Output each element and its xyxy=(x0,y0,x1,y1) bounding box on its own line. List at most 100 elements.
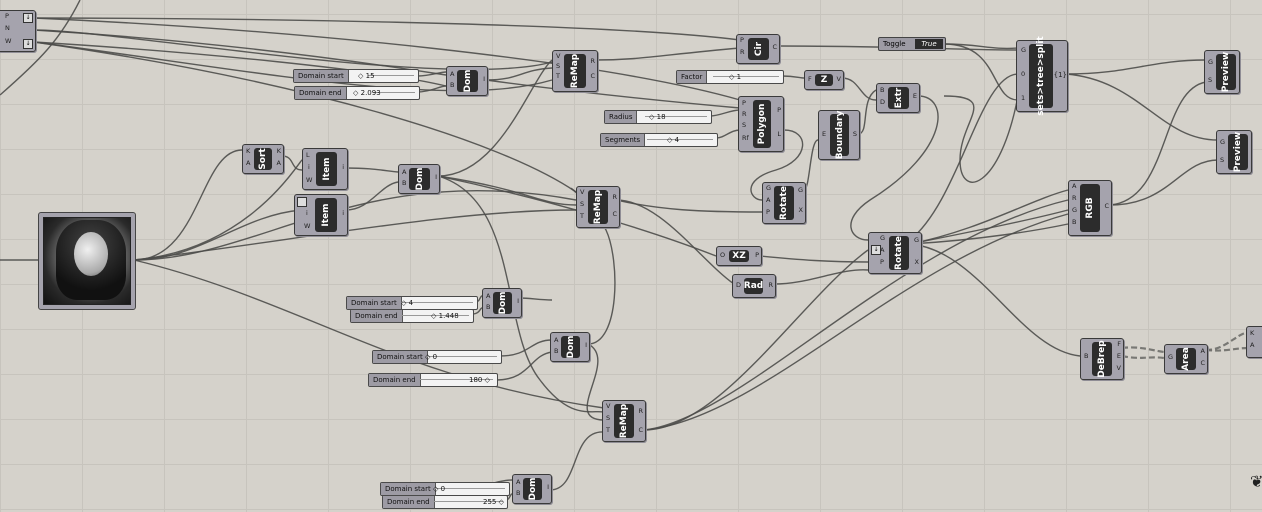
domain-end-slider[interactable]: Domain end ◇ 2.093 xyxy=(294,86,420,100)
slider-value: ◇ 15 xyxy=(358,72,375,80)
component-title: Extr xyxy=(893,87,904,109)
area[interactable]: G Area A C xyxy=(1164,344,1208,374)
construct-domain[interactable]: A B Dom I xyxy=(482,288,522,318)
slider-value: ◇ 4 xyxy=(401,299,414,307)
construct-domain[interactable]: A B Dom I xyxy=(446,66,488,96)
slider-label: Radius xyxy=(605,111,638,123)
wire xyxy=(850,95,939,241)
slider-label: Domain start xyxy=(294,70,349,82)
list-item[interactable]: i W Item i xyxy=(294,194,348,236)
component-title: XZ xyxy=(732,251,746,261)
construct-domain[interactable]: A B Dom I xyxy=(398,164,440,194)
custom-preview[interactable]: G S Preview xyxy=(1204,50,1240,94)
domain-end-slider[interactable]: Domain end ◇ 1.448 xyxy=(350,309,474,323)
wire xyxy=(803,139,819,191)
wire xyxy=(417,71,447,77)
segments-slider[interactable]: Segments ◇ 4 xyxy=(600,133,718,147)
wire xyxy=(615,199,763,213)
wire xyxy=(417,85,447,93)
component-title: Dom xyxy=(462,69,473,93)
custom-preview[interactable]: G S Preview xyxy=(1216,130,1252,174)
radius-slider[interactable]: Radius ◇ 18 xyxy=(604,110,712,124)
component-title: Item xyxy=(321,157,332,181)
wire xyxy=(909,209,1069,245)
tree-split[interactable]: G 0 1 sets>tree>split {1} xyxy=(1016,36,1068,116)
remap-numbers[interactable]: V S T ReMap R C xyxy=(576,186,620,228)
deconstruct-brep[interactable]: B DeBrep F E V xyxy=(1080,338,1124,380)
sort-list[interactable]: K A Sort K A xyxy=(242,144,284,174)
extrude[interactable]: B D Extr E xyxy=(876,83,920,113)
wire xyxy=(909,223,1069,245)
vector-components[interactable]: P N W ↓ ↓ xyxy=(0,10,36,52)
factor-slider[interactable]: Factor ◇ 1 xyxy=(676,70,784,84)
wire xyxy=(759,255,869,263)
polygon[interactable]: P R S Rf Polygon P L xyxy=(738,96,784,152)
port-n: N xyxy=(5,24,10,32)
graft-icon xyxy=(297,197,307,207)
wire xyxy=(841,77,877,101)
toggle-value: True xyxy=(915,39,943,49)
flatten-icon: ↓ xyxy=(23,39,33,49)
component-title: ReMap xyxy=(570,53,580,89)
construct-domain[interactable]: A B Dom I xyxy=(550,332,590,362)
unit-z[interactable]: F Z V xyxy=(804,70,844,90)
component-title: DeBrep xyxy=(1097,340,1107,378)
rotate[interactable]: ↓ G A P Rotate G X xyxy=(868,232,922,274)
component-title: Cir xyxy=(753,41,764,57)
component-title: Preview xyxy=(1233,131,1243,173)
domain-start-slider[interactable]: Domain start ◇ 4 xyxy=(346,296,478,310)
domain-start-slider[interactable]: Domain start ◇ 15 xyxy=(293,69,419,83)
wire xyxy=(709,109,741,117)
wire xyxy=(437,175,577,206)
remap-numbers[interactable]: V S T ReMap R C xyxy=(602,400,646,442)
wire xyxy=(133,149,243,261)
component-title: Rad xyxy=(743,281,764,291)
boolean-toggle[interactable]: Toggle True xyxy=(878,37,946,51)
wire xyxy=(1065,73,1219,141)
component-title: Boundary xyxy=(834,110,845,160)
slider-value: 255 ◇ xyxy=(483,498,504,506)
domain-start-slider[interactable]: Domain start ◇ 0 xyxy=(380,482,510,496)
portrait-image xyxy=(43,217,131,305)
wire xyxy=(943,43,1019,50)
wire xyxy=(485,79,741,109)
slider-label: Domain end xyxy=(351,310,403,322)
domain-end-slider[interactable]: Domain end 180 ◇ xyxy=(368,373,498,387)
rotate[interactable]: G A P Rotate G X xyxy=(762,182,806,224)
construct-domain[interactable]: A B Dom I xyxy=(512,474,552,504)
slider-value: ◇ 0 xyxy=(433,485,446,493)
wire xyxy=(1109,81,1207,206)
domain-start-slider[interactable]: Domain start ◇ 0 xyxy=(372,350,502,364)
list-item[interactable]: L i W Item i xyxy=(302,148,348,190)
partial-component[interactable]: K A xyxy=(1246,326,1262,358)
xz-plane[interactable]: O XZ P xyxy=(716,246,762,266)
domain-end-slider[interactable]: Domain end 255 ◇ xyxy=(382,495,508,509)
component-title: Z xyxy=(820,75,828,85)
component-title: RGB xyxy=(1085,197,1095,219)
remap-numbers[interactable]: V S T ReMap R C xyxy=(552,50,598,92)
slider-label: Factor xyxy=(677,71,708,83)
radians[interactable]: D Rad R xyxy=(732,274,776,298)
flatten-icon: ↓ xyxy=(871,245,881,255)
component-title: Dom xyxy=(565,335,576,359)
component-title: Dom xyxy=(497,291,508,315)
component-title: sets>tree>split xyxy=(1036,36,1046,116)
wire xyxy=(133,159,303,261)
wire xyxy=(1121,346,1165,354)
image-sampler[interactable] xyxy=(38,212,136,310)
slider-label: Domain start xyxy=(381,483,436,495)
wire xyxy=(857,89,877,135)
component-title: Polygon xyxy=(757,103,767,145)
tree-path: {1} xyxy=(1053,71,1067,79)
color-rgb[interactable]: A R G B RGB C xyxy=(1068,180,1112,236)
boundary-surfaces[interactable]: E Boundary S xyxy=(818,110,860,160)
component-title: Dom xyxy=(527,477,538,501)
wire xyxy=(1205,346,1249,352)
wire xyxy=(943,43,1019,101)
wire xyxy=(281,155,303,171)
circle[interactable]: P R Cir C xyxy=(736,34,780,64)
component-title: ReMap xyxy=(593,189,603,225)
slider-value: 180 ◇ xyxy=(469,376,490,384)
canvas-widget-icon[interactable]: ❦ xyxy=(1250,472,1262,491)
